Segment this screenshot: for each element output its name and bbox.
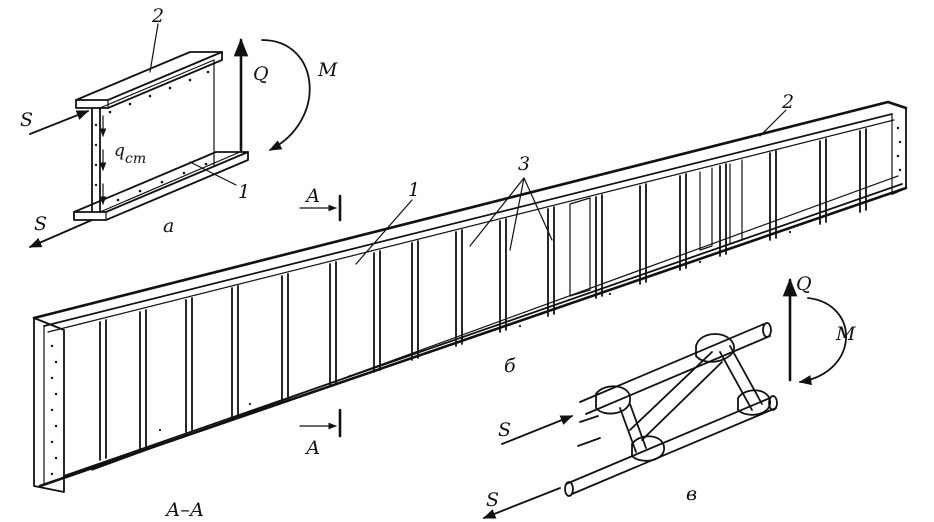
fig-a-moment-m: M — [317, 59, 338, 81]
fig-a-label-web: 1 — [238, 181, 250, 203]
fig-a-q-sub: ст — [125, 151, 146, 167]
beam-label-web: 1 — [408, 179, 420, 201]
fig-a-force-s-top: S — [20, 109, 33, 131]
fig-a-ibeam — [28, 23, 311, 248]
fig-a-force-s-bottom: S — [34, 213, 47, 235]
section-mark-bottom: А — [304, 437, 320, 459]
fig-v-force-s-bottom: S — [486, 489, 499, 511]
fig-v-force-s-top: S — [498, 419, 511, 441]
beam-label-stiffeners: 3 — [518, 153, 530, 175]
fig-a-shear-q: Q — [253, 63, 269, 85]
fig-v-truss — [482, 278, 847, 519]
fig-b-beam — [32, 100, 908, 493]
fig-a-q: q — [114, 141, 125, 161]
fig-a-caption: а — [163, 215, 174, 237]
beam-caption: б — [504, 355, 516, 377]
labels: 2 1 а S S Q M q ст 1 2 3 б А А А–А в S S… — [20, 5, 856, 521]
section-mark-top: А — [304, 185, 320, 207]
fig-v-shear-q: Q — [796, 273, 812, 295]
fig-v-caption: в — [686, 483, 697, 505]
section-caption: А–А — [164, 499, 204, 521]
fig-a-label-flange: 2 — [151, 5, 164, 27]
beam-label-flange: 2 — [781, 91, 794, 113]
fig-v-moment-m: M — [835, 323, 856, 345]
